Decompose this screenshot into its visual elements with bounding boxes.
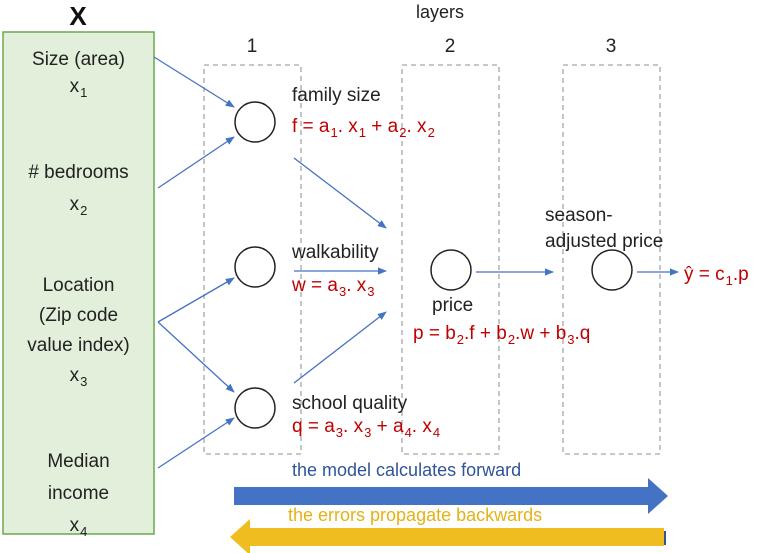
edge-x1-family — [153, 56, 235, 108]
school-quality-label: school quality — [292, 393, 408, 414]
node-family-size — [234, 101, 276, 143]
node-walkability — [234, 246, 276, 288]
input-features-box — [2, 31, 155, 535]
season-adjusted-line-1: season- — [545, 205, 613, 226]
backward-label: the errors propagate backwards — [288, 505, 543, 525]
layer-2-box — [401, 64, 500, 455]
input-header-x: X — [69, 1, 87, 31]
feature-location-var: x3 — [69, 365, 88, 389]
feature-bedrooms: # bedrooms x2 — [3, 157, 154, 227]
feature-median-income-var: x4 — [69, 515, 88, 539]
layer-number-2: 2 — [444, 36, 456, 57]
family-size-label: family size — [292, 85, 381, 106]
forward-arrow — [234, 478, 668, 514]
walkability-equation: w = a3. x3 — [292, 275, 375, 299]
school-quality-equation: q = a3. x3 + a4. x4 — [292, 416, 441, 440]
layer-1-box — [203, 64, 302, 455]
backward-arrow — [230, 519, 664, 553]
feature-median-income-line-1: Median — [47, 451, 110, 472]
feature-size-area-label: Size (area) — [32, 49, 125, 70]
output-equation: ŷ = c1.p — [684, 264, 749, 288]
feature-location-line-1: Location — [42, 275, 115, 296]
walkability-label: walkability — [292, 242, 379, 263]
node-price — [430, 249, 472, 291]
node-school-quality — [234, 387, 276, 429]
price-equation: p = b2.f + b2.w + b3.q — [413, 323, 591, 347]
layers-title: layers — [415, 2, 464, 22]
node-season-adjusted — [591, 249, 633, 291]
edge-x3-school — [157, 321, 235, 393]
edge-family-price — [293, 157, 387, 229]
edge-x2-family — [157, 136, 235, 189]
feature-location-line-3: value index) — [27, 335, 130, 356]
feature-median-income-line-2: income — [47, 483, 110, 504]
forward-label: the model calculates forward — [292, 460, 522, 480]
layer-number-3: 3 — [605, 36, 617, 57]
feature-location-line-2: (Zip code — [38, 305, 119, 326]
edge-x4-school — [157, 417, 235, 469]
feature-median-income: Median income x4 — [3, 446, 154, 548]
edge-x3-walk — [157, 277, 235, 323]
price-label: price — [432, 295, 474, 316]
season-adjusted-line-2: adjusted price — [545, 231, 664, 252]
feature-bedrooms-var: x2 — [69, 194, 88, 218]
layer-number-1: 1 — [246, 36, 258, 57]
season-adjusted-label: season- adjusted price — [545, 203, 663, 255]
feature-size-area: Size (area) x1 — [3, 46, 154, 106]
family-size-equation: f = a1. x1 + a2. x2 — [292, 116, 435, 140]
layer-3-box — [562, 64, 661, 455]
edge-school-price — [293, 311, 387, 384]
feature-bedrooms-label: # bedrooms — [28, 162, 129, 183]
feature-size-area-var: x1 — [69, 76, 88, 100]
feature-location: Location (Zip code value index) x3 — [3, 271, 154, 397]
